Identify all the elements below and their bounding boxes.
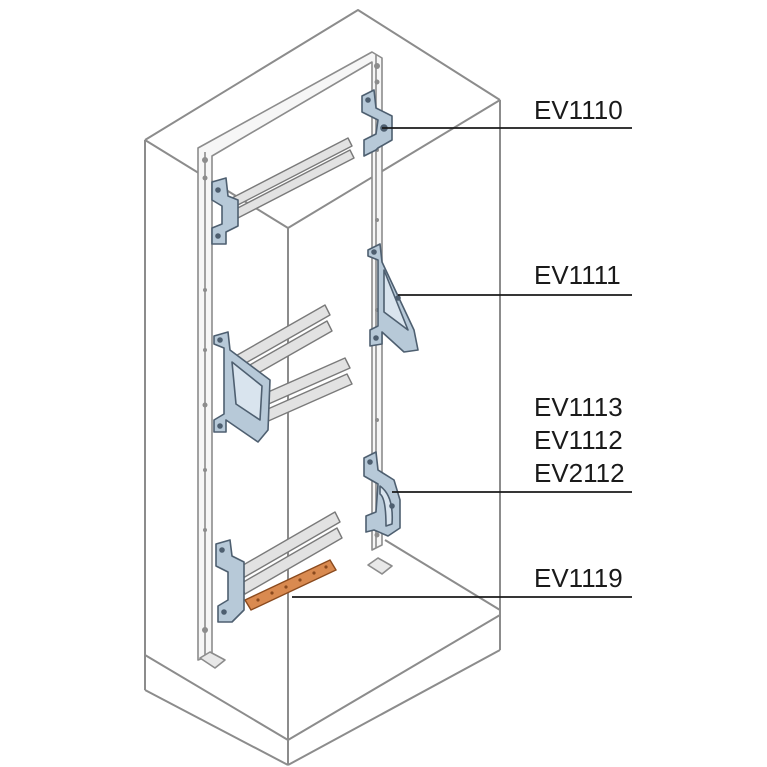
top-rails bbox=[227, 137, 355, 221]
label-ev1111: EV1111 bbox=[534, 260, 621, 290]
bracket-ev1113-ev1112-ev2112 bbox=[363, 451, 401, 537]
label-ev1119: EV1119 bbox=[534, 563, 623, 593]
label-ev1110: EV1110 bbox=[534, 95, 623, 125]
left-brackets bbox=[211, 177, 271, 623]
label-ev2112: EV2112 bbox=[534, 458, 625, 488]
label-ev1112: EV1112 bbox=[534, 425, 623, 455]
leader-lines bbox=[292, 127, 632, 598]
label-ev1113: EV1113 bbox=[534, 392, 623, 422]
busbar-ev1119 bbox=[244, 559, 337, 611]
cabinet-enclosure bbox=[144, 9, 501, 766]
bracket-ev1111 bbox=[367, 243, 419, 353]
bracket-ev1110 bbox=[361, 89, 393, 157]
middle-rails bbox=[231, 304, 353, 427]
